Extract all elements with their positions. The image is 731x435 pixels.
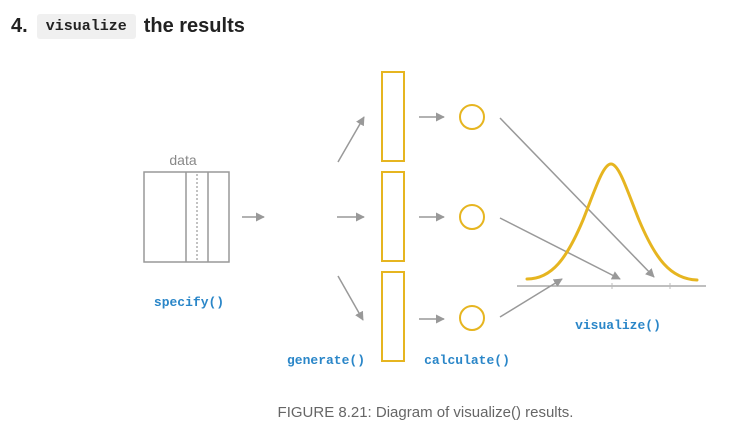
statistic-circle-2 (459, 204, 485, 230)
calculate-label: calculate() (424, 353, 510, 368)
resample-box-2 (381, 171, 405, 262)
section-number: 4. (11, 14, 28, 37)
statistic-circle-1 (459, 104, 485, 130)
section-title: the results (143, 14, 245, 37)
specify-label: specify() (154, 295, 224, 310)
section-code: visualize (36, 13, 136, 39)
resample-box-3 (381, 271, 405, 362)
figure-caption: FIGURE 8.21: Diagram of visualize() resu… (277, 404, 574, 421)
distribution-curve (525, 162, 699, 282)
arrow-generate-bottom (337, 275, 364, 321)
arrow-generate-top (337, 116, 365, 163)
visualize-label: visualize() (575, 318, 661, 333)
arrow-vis-2 (499, 217, 621, 280)
data-table (143, 171, 230, 263)
data-label: data (169, 152, 196, 168)
arrow-vis-1 (499, 117, 655, 278)
generate-label: generate() (287, 353, 365, 368)
statistic-circle-3 (459, 305, 485, 331)
resample-box-1 (381, 71, 405, 162)
arrow-vis-3 (499, 278, 563, 318)
section-heading: 4. visualize the results (11, 10, 245, 42)
